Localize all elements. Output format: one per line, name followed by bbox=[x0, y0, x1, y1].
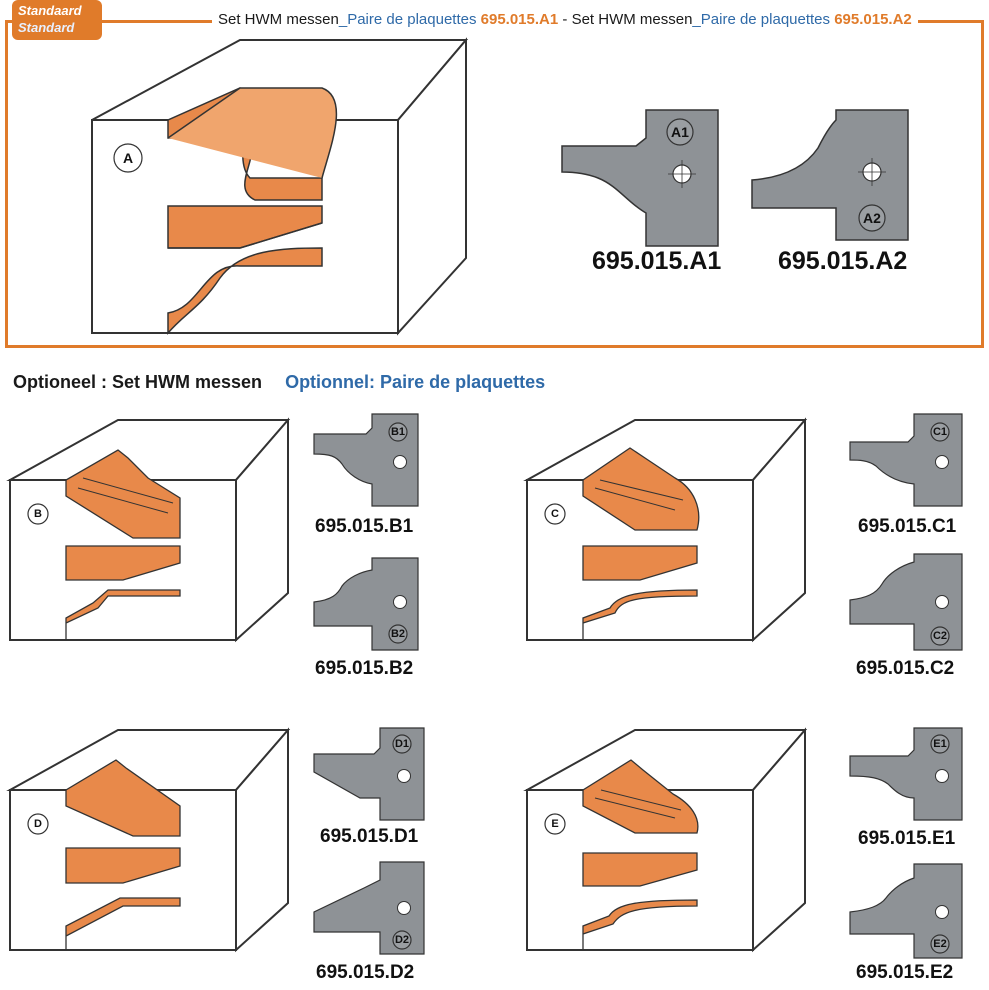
code-e1: 695.015.E1 bbox=[858, 828, 956, 849]
insert-b2-label: B2 bbox=[391, 628, 405, 640]
insert-a1: A1 bbox=[561, 109, 719, 247]
standard-badge: Standaard Standard bbox=[12, 0, 102, 40]
optional-title: Optioneel : Set HWM messen Optionnel: Pa… bbox=[13, 372, 545, 393]
insert-b1: B1 bbox=[313, 413, 419, 507]
profile-label-a: A bbox=[123, 150, 133, 166]
badge-label-nl: Standaard bbox=[18, 3, 82, 18]
profile-label-e: E bbox=[551, 818, 558, 830]
profile-block-a: A bbox=[91, 37, 469, 336]
insert-d1: D1 bbox=[313, 727, 425, 821]
insert-b2: B2 bbox=[313, 557, 419, 651]
header-nl-1: Set HWM messen bbox=[218, 11, 339, 28]
insert-d1-label: D1 bbox=[395, 738, 409, 750]
insert-c1: C1 bbox=[849, 413, 963, 507]
insert-d2-label: D2 bbox=[395, 934, 409, 946]
insert-c1-label: C1 bbox=[933, 426, 947, 438]
insert-c2: C2 bbox=[849, 553, 963, 651]
badge-label-fr: Standard bbox=[18, 20, 75, 35]
header-fr-2: _Paire de plaquettes bbox=[692, 11, 831, 28]
insert-e2: E2 bbox=[849, 863, 963, 959]
header-separator: - bbox=[562, 11, 568, 28]
optional-title-nl: Optioneel : Set HWM messen bbox=[13, 372, 263, 392]
insert-b1-label: B1 bbox=[391, 426, 405, 438]
profile-label-b: B bbox=[34, 508, 42, 520]
profile-block-b: B bbox=[6, 417, 291, 643]
profile-label-circle bbox=[113, 143, 143, 173]
code-a2: 695.015.A2 bbox=[778, 247, 908, 275]
code-d2: 695.015.D2 bbox=[316, 962, 415, 983]
code-d1: 695.015.D1 bbox=[320, 826, 419, 847]
header-fr-1: _Paire de plaquettes bbox=[338, 11, 477, 28]
profile-block-d: D bbox=[6, 727, 291, 953]
standard-header: Set HWM messen_Paire de plaquettes 695.0… bbox=[212, 8, 918, 32]
code-c2: 695.015.C2 bbox=[856, 658, 955, 679]
optional-title-fr: Optionnel: Paire de plaquettes bbox=[285, 372, 546, 392]
insert-a2-label: A2 bbox=[863, 210, 881, 226]
code-c1: 695.015.C1 bbox=[858, 516, 957, 537]
insert-a2: A2 bbox=[751, 109, 909, 241]
insert-e2-label: E2 bbox=[933, 938, 946, 950]
insert-a1-label: A1 bbox=[671, 124, 689, 140]
header-nl-2: Set HWM messen bbox=[571, 11, 693, 28]
code-e2: 695.015.E2 bbox=[856, 962, 954, 983]
code-b1: 695.015.B1 bbox=[315, 516, 414, 537]
profile-label-d: D bbox=[34, 818, 42, 830]
insert-c2-label: C2 bbox=[933, 630, 947, 642]
header-code-a1: 695.015.A1 bbox=[480, 11, 559, 28]
insert-e1-label: E1 bbox=[933, 738, 946, 750]
profile-block-c: C bbox=[523, 417, 808, 643]
profile-label-c: C bbox=[551, 508, 559, 520]
profile-block-e: E bbox=[523, 727, 808, 953]
code-b2: 695.015.B2 bbox=[315, 658, 414, 679]
code-a1: 695.015.A1 bbox=[592, 247, 722, 275]
insert-d2: D2 bbox=[313, 861, 425, 955]
header-code-a2: 695.015.A2 bbox=[834, 11, 912, 28]
insert-e1: E1 bbox=[849, 727, 963, 821]
